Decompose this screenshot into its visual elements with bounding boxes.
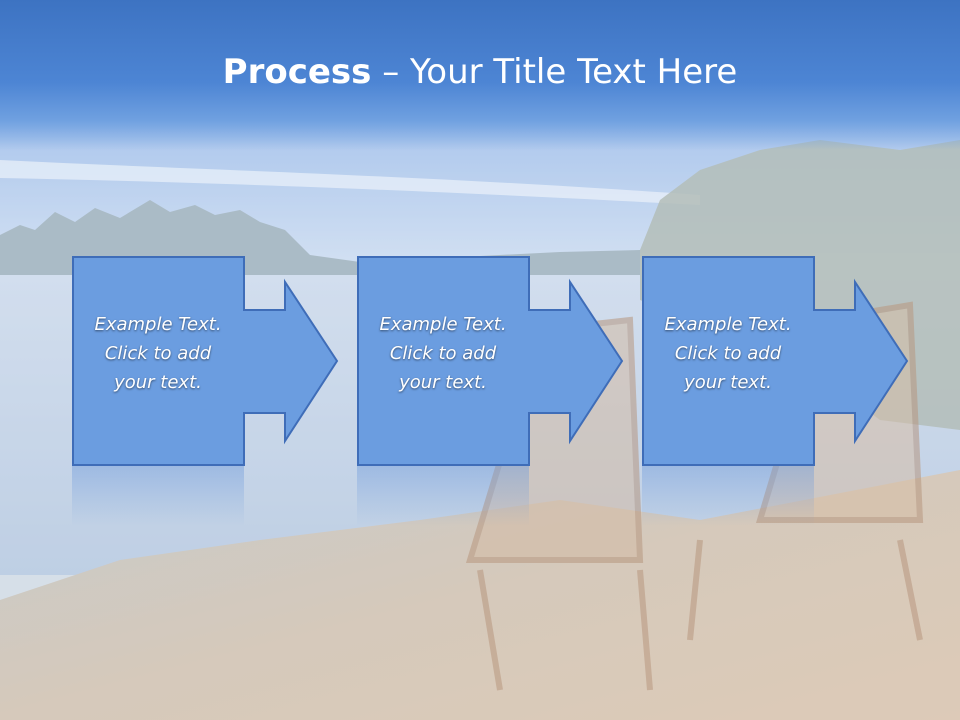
step-line-2: Click to add xyxy=(389,343,497,364)
slide-title[interactable]: Process – Your Title Text Here xyxy=(0,52,960,92)
step-line-3: your text. xyxy=(684,372,772,393)
step-reflection xyxy=(357,466,529,526)
title-rest: Your Title Text Here xyxy=(410,52,738,92)
step-line-2: Click to add xyxy=(674,343,782,364)
step-shape xyxy=(72,256,339,466)
step-text: Example Text. Click to add your text. xyxy=(72,310,244,397)
step-line-3: your text. xyxy=(114,372,202,393)
step-reflection xyxy=(642,466,814,526)
process-step-1[interactable]: Example Text. Click to add your text. xyxy=(72,256,417,496)
step-line-2: Click to add xyxy=(104,343,212,364)
step-line-3: your text. xyxy=(399,372,487,393)
step-line-1: Example Text. xyxy=(664,314,792,335)
step-shape xyxy=(642,256,909,466)
process-step-3[interactable]: Example Text. Click to add your text. xyxy=(642,256,960,496)
step-text: Example Text. Click to add your text. xyxy=(357,310,529,397)
rock-shore xyxy=(0,470,960,720)
title-band xyxy=(0,0,960,150)
step-reflection xyxy=(72,466,244,526)
step-line-1: Example Text. xyxy=(94,314,222,335)
title-bold: Process xyxy=(222,52,372,92)
cloud-streak xyxy=(0,160,700,205)
step-shape xyxy=(357,256,624,466)
process-step-2[interactable]: Example Text. Click to add your text. xyxy=(357,256,702,496)
step-line-1: Example Text. xyxy=(379,314,507,335)
title-dash: – xyxy=(371,52,411,92)
step-text: Example Text. Click to add your text. xyxy=(642,310,814,397)
